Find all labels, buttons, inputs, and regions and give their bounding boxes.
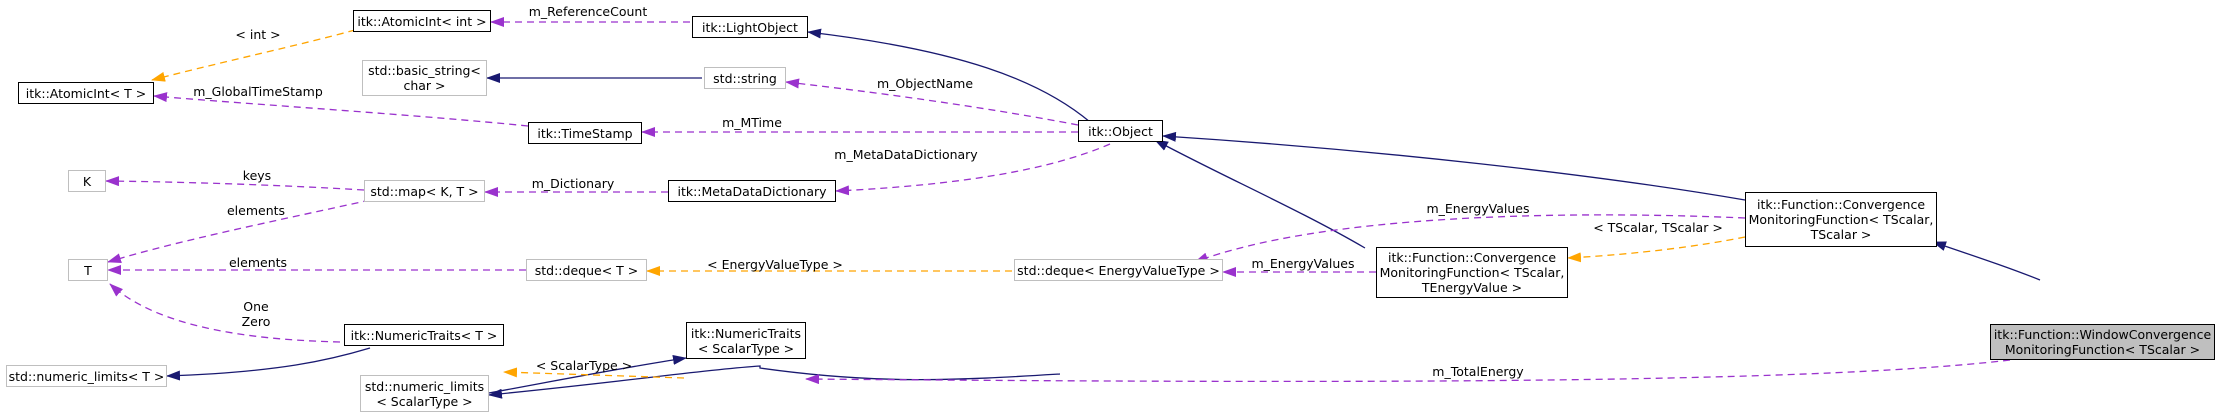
- label-energy-value-type: < EnergyValueType >: [707, 257, 843, 272]
- edge-window-to-cmf: [1932, 241, 2041, 281]
- label-one: One: [243, 299, 269, 314]
- label-zero: Zero: [241, 314, 271, 329]
- label-dictionary: m_Dictionary: [531, 176, 615, 191]
- edge-numeric-traits-t-to-limits: [166, 347, 371, 381]
- label-metadata-dictionary: m_MetaDataDictionary: [834, 147, 978, 162]
- node-t[interactable]: T: [68, 259, 108, 281]
- node-atomic-int-int[interactable]: itk::AtomicInt< int >: [353, 10, 491, 32]
- edge-numeric-traits-scalar-to-limits: [488, 365, 1061, 399]
- edge-object-name: [785, 78, 1079, 126]
- edge-tscalar-template: [1567, 236, 1746, 263]
- node-light-object[interactable]: itk::LightObject: [692, 16, 808, 38]
- label-energy-values-top: m_EnergyValues: [1426, 201, 1530, 216]
- label-object-name: m_ObjectName: [876, 76, 974, 91]
- node-time-stamp[interactable]: itk::TimeStamp: [528, 122, 642, 144]
- node-atomic-int-t[interactable]: itk::AtomicInt< T >: [18, 82, 154, 104]
- label-elements-map: elements: [226, 203, 286, 218]
- label-elements-deque: elements: [228, 255, 288, 270]
- node-basic-string[interactable]: std::basic_string<char >: [362, 60, 487, 96]
- edge-limits-scalar-to-traits: [488, 355, 687, 394]
- edge-cmf-to-object: [1162, 131, 1746, 201]
- node-metadata-dictionary[interactable]: itk::MetaDataDictionary: [668, 180, 836, 202]
- label-keys: keys: [242, 168, 272, 183]
- label-int-template: < int >: [235, 27, 281, 42]
- edge-metadata-dictionary: [835, 143, 1111, 196]
- edge-total-energy: [805, 359, 2011, 385]
- label-energy-values-mid: m_EnergyValues: [1251, 256, 1355, 271]
- node-std-map[interactable]: std::map< K, T >: [364, 180, 485, 202]
- edge-keys: [105, 176, 365, 191]
- edge-time-stamp-global: [153, 92, 529, 127]
- edge-scalar-type-template: [503, 367, 685, 379]
- edge-object-to-light-object: [807, 28, 1091, 123]
- label-total-energy: m_TotalEnergy: [1432, 364, 1524, 379]
- label-global-time-stamp: m_GlobalTimeStamp: [193, 84, 323, 99]
- node-numeric-limits-t[interactable]: std::numeric_limits< T >: [6, 365, 167, 387]
- label-scalar-type: < ScalarType >: [535, 358, 633, 373]
- edge-cmf-tenergy-to-object: [1154, 139, 1366, 249]
- node-deque-t[interactable]: std::deque< T >: [526, 259, 647, 281]
- edge-one-zero: [109, 283, 341, 343]
- node-numeric-traits-scalar[interactable]: itk::NumericTraits< ScalarType >: [686, 322, 806, 359]
- edge-energy-values-top: [1194, 214, 1746, 263]
- label-reference-count: m_ReferenceCount: [528, 4, 648, 19]
- node-numeric-limits-scalar[interactable]: std::numeric_limits< ScalarType >: [360, 375, 489, 412]
- node-deque-energy[interactable]: std::deque< EnergyValueType >: [1014, 259, 1223, 281]
- node-numeric-traits-t[interactable]: itk::NumericTraits< T >: [344, 324, 504, 346]
- node-object[interactable]: itk::Object: [1078, 120, 1163, 142]
- node-std-string[interactable]: std::string: [704, 67, 786, 89]
- label-mtime: m_MTime: [722, 115, 782, 130]
- label-tscalar-template: < TScalar, TScalar >: [1593, 220, 1723, 235]
- node-k[interactable]: K: [68, 170, 106, 192]
